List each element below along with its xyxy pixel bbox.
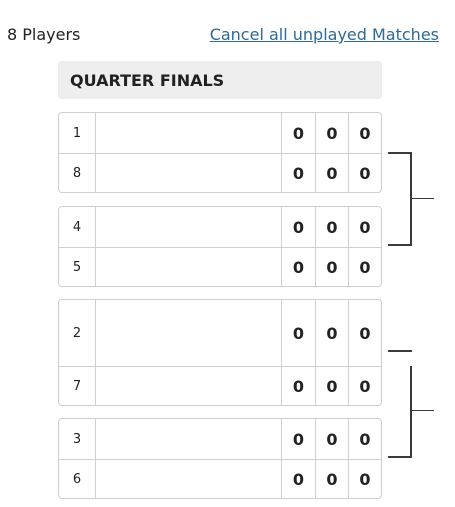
player-seed: 1: [59, 113, 96, 153]
set-score[interactable]: 0: [348, 367, 381, 405]
set-score[interactable]: 0: [315, 248, 348, 286]
player-name-cell[interactable]: [96, 419, 282, 459]
set-score[interactable]: 0: [292, 323, 305, 343]
player-row[interactable]: 7 0 0 0: [59, 366, 381, 405]
player-row[interactable]: 6 0 0 0: [59, 459, 381, 498]
set-score[interactable]: 0: [315, 367, 348, 405]
match-card: 2 0 0 0 7 0 0 0: [58, 299, 382, 406]
set-score[interactable]: 0: [292, 376, 305, 396]
players-count: 8 Players: [7, 25, 81, 44]
set-score[interactable]: 0: [348, 154, 381, 192]
set-score[interactable]: 0: [315, 207, 348, 247]
set-score[interactable]: 0: [348, 419, 381, 459]
player-name-cell[interactable]: [96, 154, 282, 192]
match-card: 1 0 0 0 8 0 0 0: [58, 112, 382, 193]
set-score[interactable]: 0: [315, 154, 348, 192]
player-seed: 6: [59, 460, 96, 498]
player-name-cell[interactable]: [96, 113, 282, 153]
set-score[interactable]: 0: [348, 300, 381, 366]
set-score[interactable]: 0: [292, 123, 305, 143]
player-row[interactable]: 3 0 0 0: [59, 419, 381, 459]
player-name-cell[interactable]: [96, 207, 282, 247]
player-seed: 3: [59, 419, 96, 459]
set-score[interactable]: 0: [292, 217, 305, 237]
set-score[interactable]: 0: [315, 460, 348, 498]
set-score[interactable]: 0: [315, 300, 348, 366]
player-seed: 7: [59, 367, 96, 405]
player-seed: 2: [59, 300, 96, 366]
player-seed: 4: [59, 207, 96, 247]
player-row[interactable]: 8 0 0 0: [59, 153, 381, 192]
player-row[interactable]: 2 0 0 0: [59, 300, 381, 366]
cancel-unplayed-matches-link[interactable]: Cancel all unplayed Matches: [209, 25, 439, 44]
player-name-cell[interactable]: [96, 300, 282, 366]
player-row[interactable]: 5 0 0 0: [59, 247, 381, 286]
player-row[interactable]: 4 0 0 0: [59, 207, 381, 247]
set-score[interactable]: 0: [292, 163, 305, 183]
player-name-cell[interactable]: [96, 460, 282, 498]
match-card: 4 0 0 0 5 0 0 0: [58, 206, 382, 287]
set-score[interactable]: 0: [348, 207, 381, 247]
set-score[interactable]: 0: [315, 113, 348, 153]
round-title-label: QUARTER FINALS: [70, 70, 225, 90]
player-seed: 5: [59, 248, 96, 286]
player-name-cell[interactable]: [96, 248, 282, 286]
set-score[interactable]: 0: [315, 419, 348, 459]
set-score[interactable]: 0: [348, 460, 381, 498]
player-row[interactable]: 1 0 0 0: [59, 113, 381, 153]
round-title: QUARTER FINALS: [58, 61, 382, 99]
set-score[interactable]: 0: [292, 469, 305, 489]
player-name-cell[interactable]: [96, 367, 282, 405]
set-score[interactable]: 0: [292, 257, 305, 277]
set-score[interactable]: 0: [292, 429, 305, 449]
set-score[interactable]: 0: [348, 113, 381, 153]
player-seed: 8: [59, 154, 96, 192]
match-card: 3 0 0 0 6 0 0 0: [58, 418, 382, 499]
set-score[interactable]: 0: [348, 248, 381, 286]
